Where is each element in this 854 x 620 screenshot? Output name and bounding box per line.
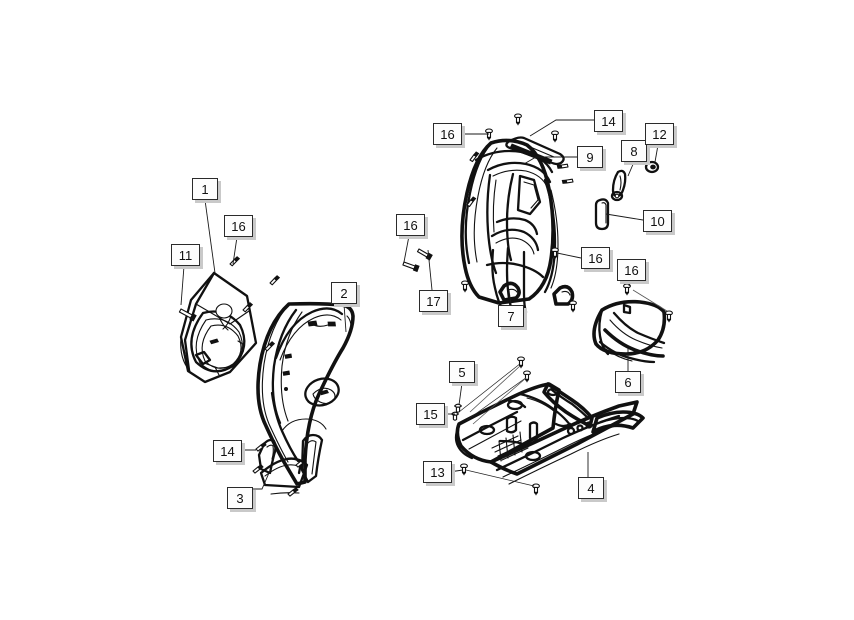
callout-14-b[interactable]: 14 — [594, 110, 623, 132]
callout-14-a[interactable]: 14 — [213, 440, 242, 462]
part-5-long-screws — [458, 356, 531, 421]
callout-6[interactable]: 6 — [615, 371, 641, 393]
callout-16-a[interactable]: 16 — [224, 215, 253, 237]
fastener-group-left — [178, 255, 308, 497]
part-4-floorboard-assembly — [454, 382, 645, 485]
part-1-headlight-housing — [179, 271, 258, 384]
callout-16-c[interactable]: 16 — [433, 123, 462, 145]
part-2-front-leg-shield-cover — [256, 301, 355, 486]
fastener-group-right — [402, 113, 673, 496]
part-6-rear-inner-cover — [592, 299, 667, 364]
callout-13[interactable]: 13 — [423, 461, 452, 483]
callout-16-b[interactable]: 16 — [396, 214, 425, 236]
part-3-lower-front-trim-panel — [257, 438, 309, 495]
part-12-washer-nut — [642, 160, 660, 174]
callout-17[interactable]: 17 — [419, 290, 448, 312]
part-9-upper-trim-strip — [505, 136, 565, 166]
callout-8[interactable]: 8 — [621, 140, 647, 162]
callout-10[interactable]: 10 — [643, 210, 672, 232]
callout-15[interactable]: 15 — [416, 403, 445, 425]
callout-11[interactable]: 11 — [171, 244, 200, 266]
callout-2[interactable]: 2 — [331, 282, 357, 304]
callout-12[interactable]: 12 — [645, 123, 674, 145]
part-8-small-bracket-clip — [610, 169, 627, 202]
part-10-rubber-pad — [594, 198, 610, 231]
callout-4[interactable]: 4 — [578, 477, 604, 499]
part-7-inner-leg-shield — [460, 138, 575, 314]
callout-7[interactable]: 7 — [498, 305, 524, 327]
callout-16-d[interactable]: 16 — [581, 247, 610, 269]
callout-5[interactable]: 5 — [449, 361, 475, 383]
callout-1[interactable]: 1 — [192, 178, 218, 200]
callout-3[interactable]: 3 — [227, 487, 253, 509]
callout-9[interactable]: 9 — [577, 146, 603, 168]
floorboard-grille — [491, 431, 529, 462]
callout-16-e[interactable]: 16 — [617, 259, 646, 281]
